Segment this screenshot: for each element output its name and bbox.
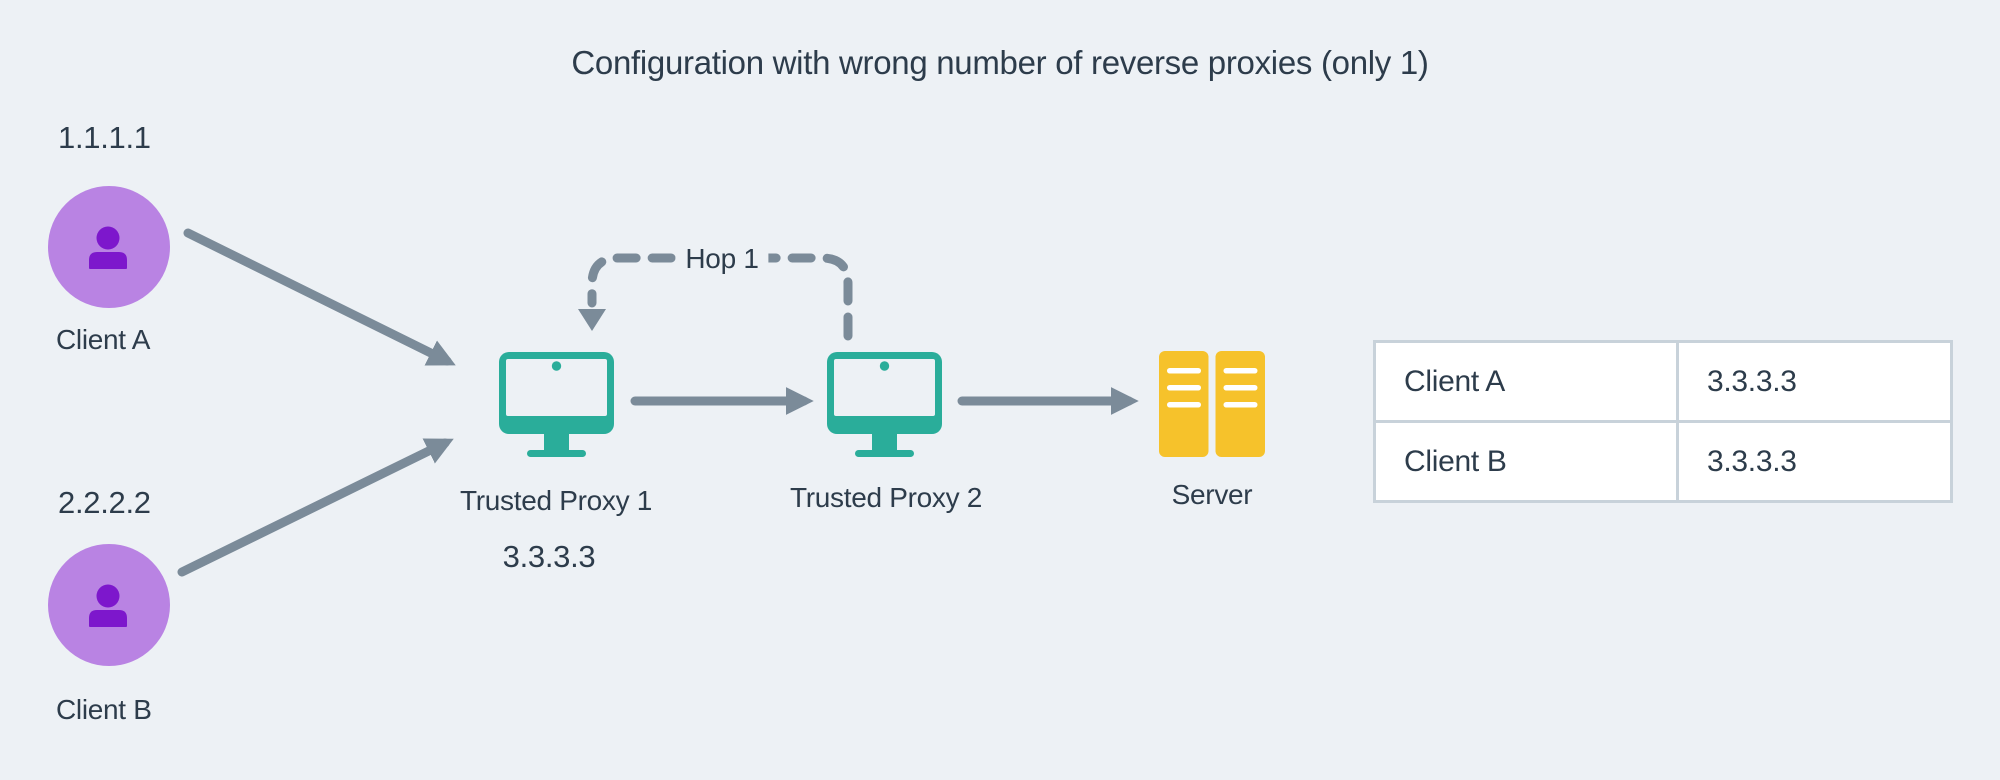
proxy-2-label: Trusted Proxy 2 xyxy=(789,482,983,513)
server-label: Server xyxy=(1171,479,1253,510)
hop-label: Hop 1 xyxy=(675,243,769,275)
client-a-label: Client A xyxy=(56,324,151,355)
person-icon xyxy=(89,226,127,269)
table-cell-client-b: Client B xyxy=(1376,423,1676,500)
monitor-icon-proxy-1 xyxy=(499,352,614,457)
diagram-title: Configuration with wrong number of rever… xyxy=(571,44,1429,81)
ip-table: Client A 3.3.3.3 Client B 3.3.3.3 xyxy=(1373,340,1953,503)
client-b-label: Client B xyxy=(56,694,152,725)
table-cell-client-b-ip: 3.3.3.3 xyxy=(1679,423,1950,500)
proxy-1-label: Trusted Proxy 1 xyxy=(459,485,653,516)
proxy-1-ip: 3.3.3.3 xyxy=(502,539,596,574)
table-cell-client-a-ip: 3.3.3.3 xyxy=(1679,343,1950,420)
person-icon xyxy=(89,584,127,627)
client-b-avatar xyxy=(48,544,170,666)
server-icon xyxy=(1159,351,1265,457)
hop-arrowhead-icon xyxy=(578,309,606,331)
monitor-icon-proxy-2 xyxy=(827,352,942,457)
arrow-client-a-to-proxy-1 xyxy=(183,228,456,366)
client-a-ip: 1.1.1.1 xyxy=(58,120,151,155)
client-b-ip: 2.2.2.2 xyxy=(58,485,151,520)
arrow-client-b-to-proxy-1 xyxy=(177,438,454,577)
client-a-avatar xyxy=(48,186,170,308)
table-cell-client-a: Client A xyxy=(1376,343,1676,420)
